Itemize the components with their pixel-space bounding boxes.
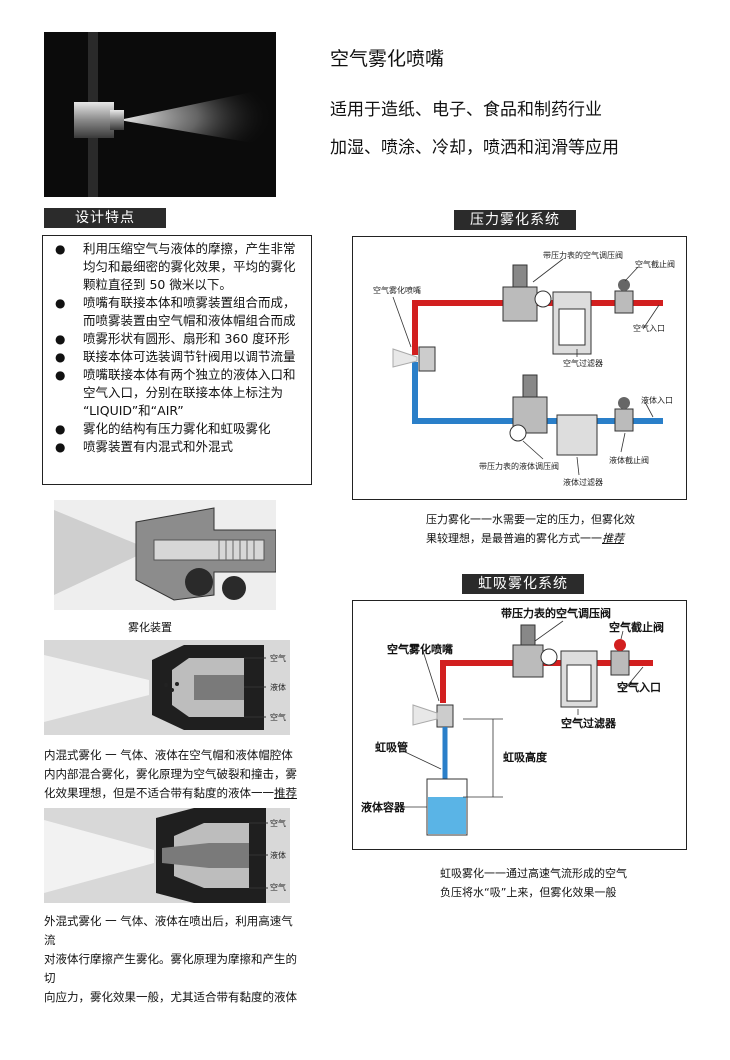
feature-text-line: 喷雾装置有内混式和外混式 [83, 439, 234, 454]
internal-air-top-label: 空气 [270, 654, 286, 663]
external-mix-caption: 外混式雾化 一 气体、液体在喷出后，利用高速气流 对液体行摩擦产生雾化。雾化原理… [44, 914, 297, 1004]
external-mix-diagram: 空气 液体 空气 [44, 808, 290, 903]
external-liquid-label: 液体 [270, 851, 286, 860]
atomizer-caption: 雾化装置 [128, 621, 172, 634]
feature-text-line: 喷嘴有联接本体和喷雾装置组合而成， [83, 295, 296, 310]
siphon-system-diagram: 带压力表的空气调压阀 空气截止阀 空气雾化喷嘴 空气入口 空气过滤器 虹吸管 虹… [352, 600, 687, 850]
pressure-system-diagram: 带压力表的空气调压阀 空气截止阀 空气雾化喷嘴 空气入口 空气过滤器 液体入口 … [352, 236, 687, 500]
feature-text-line: 颗粒直径到 50 微米以下。 [83, 277, 232, 292]
feature-text-line: “LIQUID”和“AIR” [83, 403, 184, 418]
page-title: 空气雾化喷嘴 [330, 48, 445, 70]
external-air-top-label: 空气 [270, 819, 286, 828]
siphon-label-air-inlet: 空气入口 [617, 681, 661, 694]
pressure-label-regulator-liquid: 带压力表的液体调压阀 [479, 462, 559, 471]
bullet-icon: ● [55, 242, 66, 256]
pressure-label-liquid-inlet: 液体入口 [641, 396, 673, 405]
pressure-label-regulator-air: 带压力表的空气调压阀 [543, 251, 623, 260]
features-list: ● 利用压缩空气与液体的摩擦，产生非常均匀和最细密的雾化效果，平均的雾化颗粒直径到… [42, 235, 312, 485]
pressure-label-air-inlet: 空气入口 [633, 324, 665, 333]
feature-text-line: 喷雾形状有圆形、扇形和 360 度环形 [83, 331, 290, 346]
siphon-label-nozzle: 空气雾化喷嘴 [387, 643, 453, 656]
internal-liquid-label: 液体 [270, 683, 286, 692]
pressure-label-air-shutoff: 空气截止阀 [635, 260, 675, 269]
siphon-label-tube: 虹吸管 [375, 741, 408, 754]
feature-text-line: 空气入口，分别在联接本体上标注为 [83, 385, 284, 400]
siphon-label-regulator: 带压力表的空气调压阀 [501, 607, 611, 620]
pressure-label-liquid-shutoff: 液体截止阀 [609, 456, 649, 465]
feature-text-line: 雾化的结构有压力雾化和虹吸雾化 [83, 421, 271, 436]
siphon-label-container: 液体容器 [361, 801, 405, 814]
feature-text-line: 喷嘴联接本体有两个独立的液体入口和 [83, 367, 296, 382]
features-heading: 设计特点 [44, 208, 166, 228]
siphon-label-air-shutoff: 空气截止阀 [609, 621, 664, 634]
siphon-label-height: 虹吸高度 [503, 751, 547, 764]
feature-item: ● 雾化的结构有压力雾化和虹吸雾化 [43, 420, 311, 438]
nozzle-photo [44, 32, 276, 197]
feature-item: ● 喷嘴联接本体有两个独立的液体入口和空气入口，分别在联接本体上标注为 “LIQUI… [43, 366, 311, 420]
bullet-icon: ● [55, 296, 66, 310]
pressure-label-nozzle: 空气雾化喷嘴 [373, 286, 421, 295]
external-air-bottom-label: 空气 [270, 883, 286, 892]
pressure-recommend-tag: 推荐 [602, 532, 624, 545]
internal-mix-caption: 内混式雾化 一 气体、液体在空气帽和液体帽腔体 内内部混合雾化，雾化原理为空气破… [44, 748, 297, 800]
feature-text-line: 利用压缩空气与液体的摩擦，产生非常 [83, 241, 296, 256]
pressure-system-heading: 压力雾化系统 [454, 210, 576, 230]
feature-item: ● 喷雾形状有圆形、扇形和 360 度环形 [43, 330, 311, 348]
atomizer-device-image [54, 500, 277, 610]
siphon-system-heading: 虹吸雾化系统 [462, 574, 584, 594]
internal-air-bottom-label: 空气 [270, 713, 286, 722]
feature-item: ● 联接本体可选装调节针阀用以调节流量 [43, 348, 311, 366]
bullet-icon: ● [55, 350, 66, 364]
bullet-icon: ● [55, 440, 66, 454]
feature-text-line: 而喷雾装置由空气帽和液体帽组合而成 [83, 313, 296, 328]
pressure-system-caption: 压力雾化一一水需要一定的压力，但雾化效 果较理想，是最普遍的雾化方式一一推荐 [426, 513, 635, 545]
industry-line: 适用于造纸、电子、食品和制药行业 [330, 100, 602, 120]
bullet-icon: ● [55, 332, 66, 346]
feature-item: ● 利用压缩空气与液体的摩擦，产生非常均匀和最细密的雾化效果，平均的雾化颗粒直径到… [43, 240, 311, 294]
pressure-label-air-filter: 空气过滤器 [563, 359, 603, 368]
feature-text-line: 联接本体可选装调节针阀用以调节流量 [83, 349, 296, 364]
application-line: 加湿、喷涂、冷却，喷洒和润滑等应用 [330, 138, 619, 158]
feature-item: ● 喷雾装置有内混式和外混式 [43, 438, 311, 456]
feature-text-line: 均匀和最细密的雾化效果，平均的雾化 [83, 259, 296, 274]
bullet-icon: ● [55, 368, 66, 382]
recommend-tag: 推荐 [274, 786, 297, 800]
siphon-system-caption: 虹吸雾化一一通过高速气流形成的空气 负压将水“吸”上来，但雾化效果一般 [440, 867, 627, 899]
siphon-label-air-filter: 空气过滤器 [561, 717, 616, 730]
feature-item: ● 喷嘴有联接本体和喷雾装置组合而成， 而喷雾装置由空气帽和液体帽组合而成 [43, 294, 311, 330]
bullet-icon: ● [55, 422, 66, 436]
internal-mix-diagram: 空气 液体 空气 [44, 640, 290, 735]
pressure-label-liquid-filter: 液体过滤器 [563, 478, 603, 487]
